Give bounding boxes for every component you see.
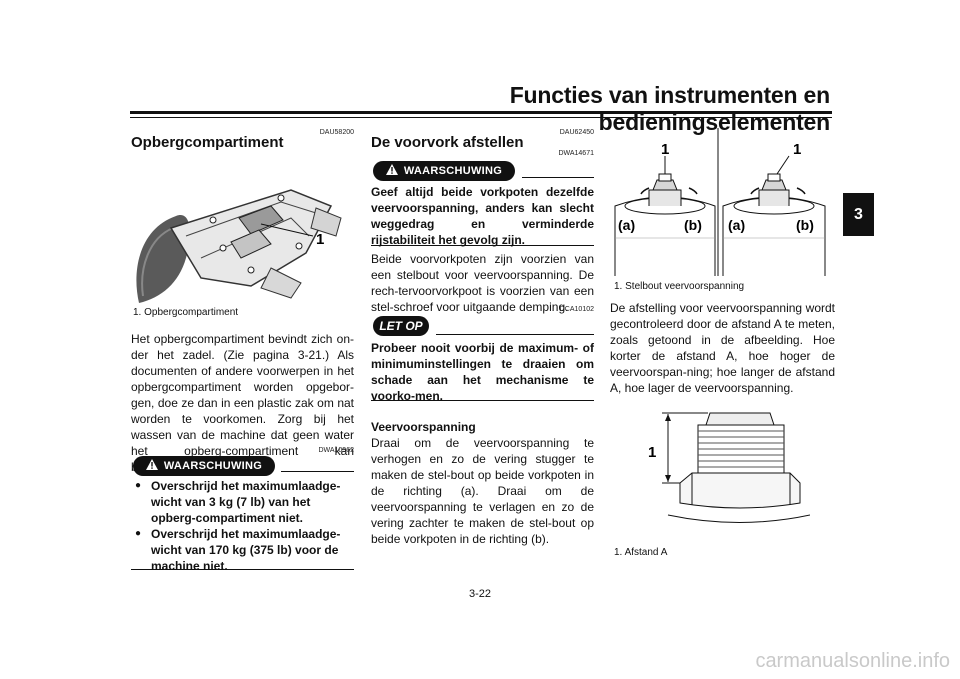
fig1-callout-right: 1 bbox=[793, 141, 801, 158]
preload-bolt-figure: 1 1 (a) (b) (a) (b) bbox=[611, 128, 835, 276]
fig2-callout: 1 bbox=[648, 444, 656, 461]
warning-badge: WAARSCHUWING bbox=[373, 161, 515, 181]
fig1-caption: 1. Stelbout veervoorspanning bbox=[614, 281, 745, 292]
storage-compartment-figure: 1 bbox=[131, 158, 354, 303]
warning-rule bbox=[522, 177, 594, 178]
section-heading-fork: De voorvork afstellen bbox=[371, 134, 524, 151]
warning-item: Overschrijd het maximumlaadge-wicht van … bbox=[131, 478, 354, 526]
warning-box-header: WAARSCHUWING bbox=[131, 436, 354, 476]
section-heading-storage: Opbergcompartiment bbox=[131, 134, 284, 151]
fig1-label-a-right: (a) bbox=[728, 217, 745, 233]
warning-triangle-icon bbox=[385, 164, 398, 178]
adjust-paragraph: De afstelling voor veervoorspanning word… bbox=[610, 301, 835, 395]
warning-label: WAARSCHUWING bbox=[403, 165, 503, 177]
header-rule-thick bbox=[130, 111, 832, 114]
section-code: DAU62450 bbox=[559, 129, 594, 136]
caution-text: Probeer nooit voorbij de maximum- of min… bbox=[371, 341, 594, 403]
warning-item: Overschrijd het maximumlaadge-wicht van … bbox=[131, 526, 354, 574]
fork-paragraph: Beide voorvorkpoten zijn voorzien van ee… bbox=[371, 252, 594, 314]
warning-code: DWA10962 bbox=[318, 447, 354, 454]
distance-a-figure: 1 bbox=[640, 405, 811, 525]
page-number: 3-22 bbox=[468, 588, 492, 600]
fig1-label-a-left: (a) bbox=[618, 217, 635, 233]
figure-caption: 1. Opbergcompartiment bbox=[133, 307, 239, 318]
caution-rule bbox=[436, 334, 594, 335]
header-rule-thin bbox=[130, 117, 832, 118]
watermark-text: carmanualsonline.info bbox=[755, 650, 950, 672]
subheading-preload: Veervoorspanning bbox=[371, 420, 476, 434]
warning-rule bbox=[281, 471, 354, 472]
fork-warning-text: Geef altijd beide vorkpoten dezelfde vee… bbox=[371, 185, 594, 247]
fig1-label-b-left: (b) bbox=[684, 217, 702, 233]
figure-callout-1: 1 bbox=[316, 231, 324, 248]
warning-end-rule bbox=[131, 569, 354, 570]
section-code: DAU58200 bbox=[319, 129, 354, 136]
fig1-callout-left: 1 bbox=[661, 141, 669, 158]
warning-end-rule bbox=[371, 245, 594, 246]
warning-triangle-icon bbox=[145, 459, 158, 473]
caution-end-rule bbox=[371, 400, 594, 401]
warning-badge: WAARSCHUWING bbox=[133, 456, 275, 476]
warning-code: DWA14671 bbox=[558, 150, 594, 157]
warning-list: Overschrijd het maximumlaadge-wicht van … bbox=[131, 478, 354, 574]
warning-label: WAARSCHUWING bbox=[163, 460, 263, 472]
chapter-tab: 3 bbox=[843, 193, 874, 236]
fig1-label-b-right: (b) bbox=[796, 217, 814, 233]
preload-paragraph: Draai om de veervoorspanning te verhogen… bbox=[371, 436, 594, 546]
fig2-caption: 1. Afstand A bbox=[614, 547, 668, 558]
storage-paragraph: Het opbergcompartiment bevindt zich on-d… bbox=[131, 332, 354, 474]
caution-code: DCA10102 bbox=[559, 306, 594, 313]
caution-badge: LET OP bbox=[373, 316, 429, 336]
